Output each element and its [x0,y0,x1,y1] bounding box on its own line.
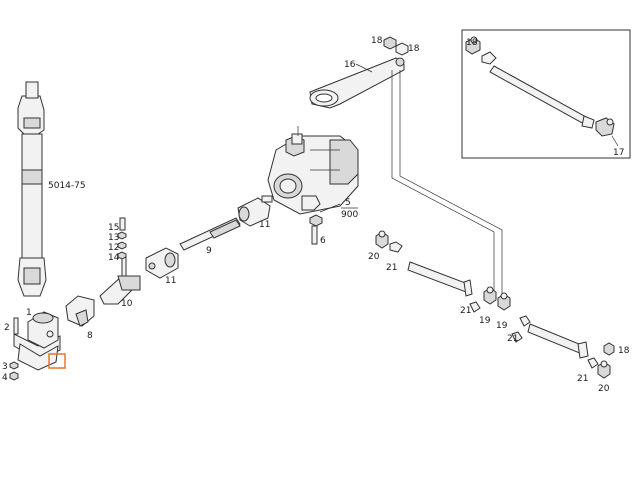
ball-joint-20-right [587,342,615,379]
label-9: 9 [206,246,212,256]
nut-4 [9,371,19,381]
coupling-11-lower [145,247,179,279]
label-13: 13 [108,233,119,243]
label-18b: 18 [408,44,420,54]
highlight-marker[interactable] [48,353,66,369]
label-18d: 18 [618,346,630,356]
ball-joint-19 [469,286,531,343]
gear-bolt [311,225,318,245]
label-11a: 11 [259,220,270,230]
label-15: 15 [108,223,119,233]
label-3: 3 [2,362,8,372]
coupling-11-upper [237,195,273,227]
label-900: 900 [341,210,358,220]
label-17: 17 [613,148,624,158]
label-20b: 20 [598,384,610,394]
label-21b: 21 [460,306,471,316]
inset-tie-rod [465,36,615,137]
label-2: 2 [4,323,10,333]
ball-joint-20-left [375,230,403,253]
boot-8 [65,295,95,327]
label-21c: 21 [507,334,518,344]
pitman-arm [309,57,405,109]
label-19b: 19 [496,321,508,331]
intermediate-shaft [179,217,241,251]
nut-18-top [383,36,409,56]
tie-rod-tube [407,261,473,297]
label-21d: 21 [577,374,588,384]
label-19a: 19 [479,316,491,326]
label-6: 6 [320,236,326,246]
label-5: 5 [345,198,351,208]
shaft-10 [99,253,141,305]
label-18a: 18 [371,36,383,46]
label-14: 14 [108,253,120,263]
bolt-stack [117,217,127,260]
washer-3 [9,361,19,370]
inset-frame [461,29,631,159]
label-4: 4 [2,373,8,383]
label-8: 8 [87,331,93,341]
steering-gear [267,133,359,215]
bracket-1 [13,311,61,371]
label-1: 1 [26,308,32,318]
label-16: 16 [344,60,356,70]
bolt-2 [13,317,19,335]
label-21a: 21 [386,263,397,273]
steering-column [17,81,47,297]
label-12: 12 [108,243,119,253]
label-5014-75: 5014-75 [48,181,86,191]
label-20a: 20 [368,252,380,262]
washer [309,214,323,227]
label-11b: 11 [165,276,176,286]
label-18-inset: 18 [466,38,478,48]
drag-link-tube [527,323,589,359]
label-10: 10 [121,299,133,309]
